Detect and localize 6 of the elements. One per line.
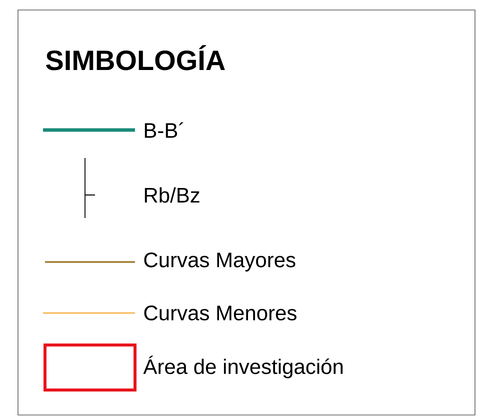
legend-label: Área de investigación bbox=[143, 356, 343, 378]
legend-label: B-B´ bbox=[144, 122, 184, 138]
legend-label: Curvas Mayores bbox=[144, 252, 296, 272]
legend-title: SIMBOLOGÍA bbox=[46, 45, 225, 70]
legend-label: Rb/Bz bbox=[144, 187, 200, 203]
legend-label: Curvas Menores bbox=[144, 306, 296, 320]
